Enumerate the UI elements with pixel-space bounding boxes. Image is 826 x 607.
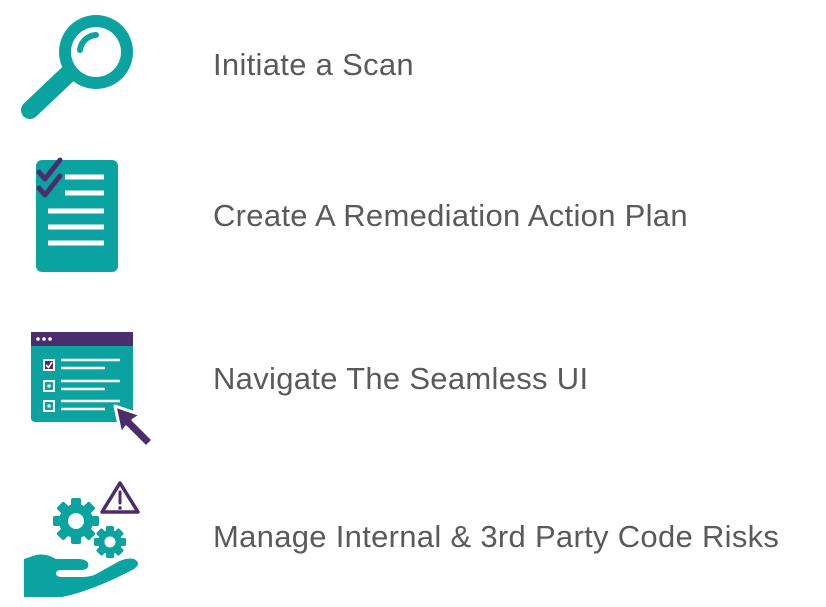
feature-label: Manage Internal & 3rd Party Code Risks xyxy=(213,519,780,554)
feature-label: Initiate a Scan xyxy=(213,47,414,82)
feature-label: Create A Remediation Action Plan xyxy=(213,198,688,233)
feature-item-scan: Initiate a Scan xyxy=(0,0,826,130)
feature-item-manage-risks: Manage Internal & 3rd Party Code Risks xyxy=(0,475,826,607)
ui-window-cursor-icon xyxy=(31,332,155,449)
hand-gears-warning-icon xyxy=(24,481,140,597)
feature-label: Navigate The Seamless UI xyxy=(213,361,589,396)
magnifying-glass-icon xyxy=(21,15,133,119)
checklist-document-icon xyxy=(36,157,118,272)
feature-item-navigate: Navigate The Seamless UI xyxy=(0,325,826,455)
feature-item-remediation: Create A Remediation Action Plan xyxy=(0,150,826,280)
